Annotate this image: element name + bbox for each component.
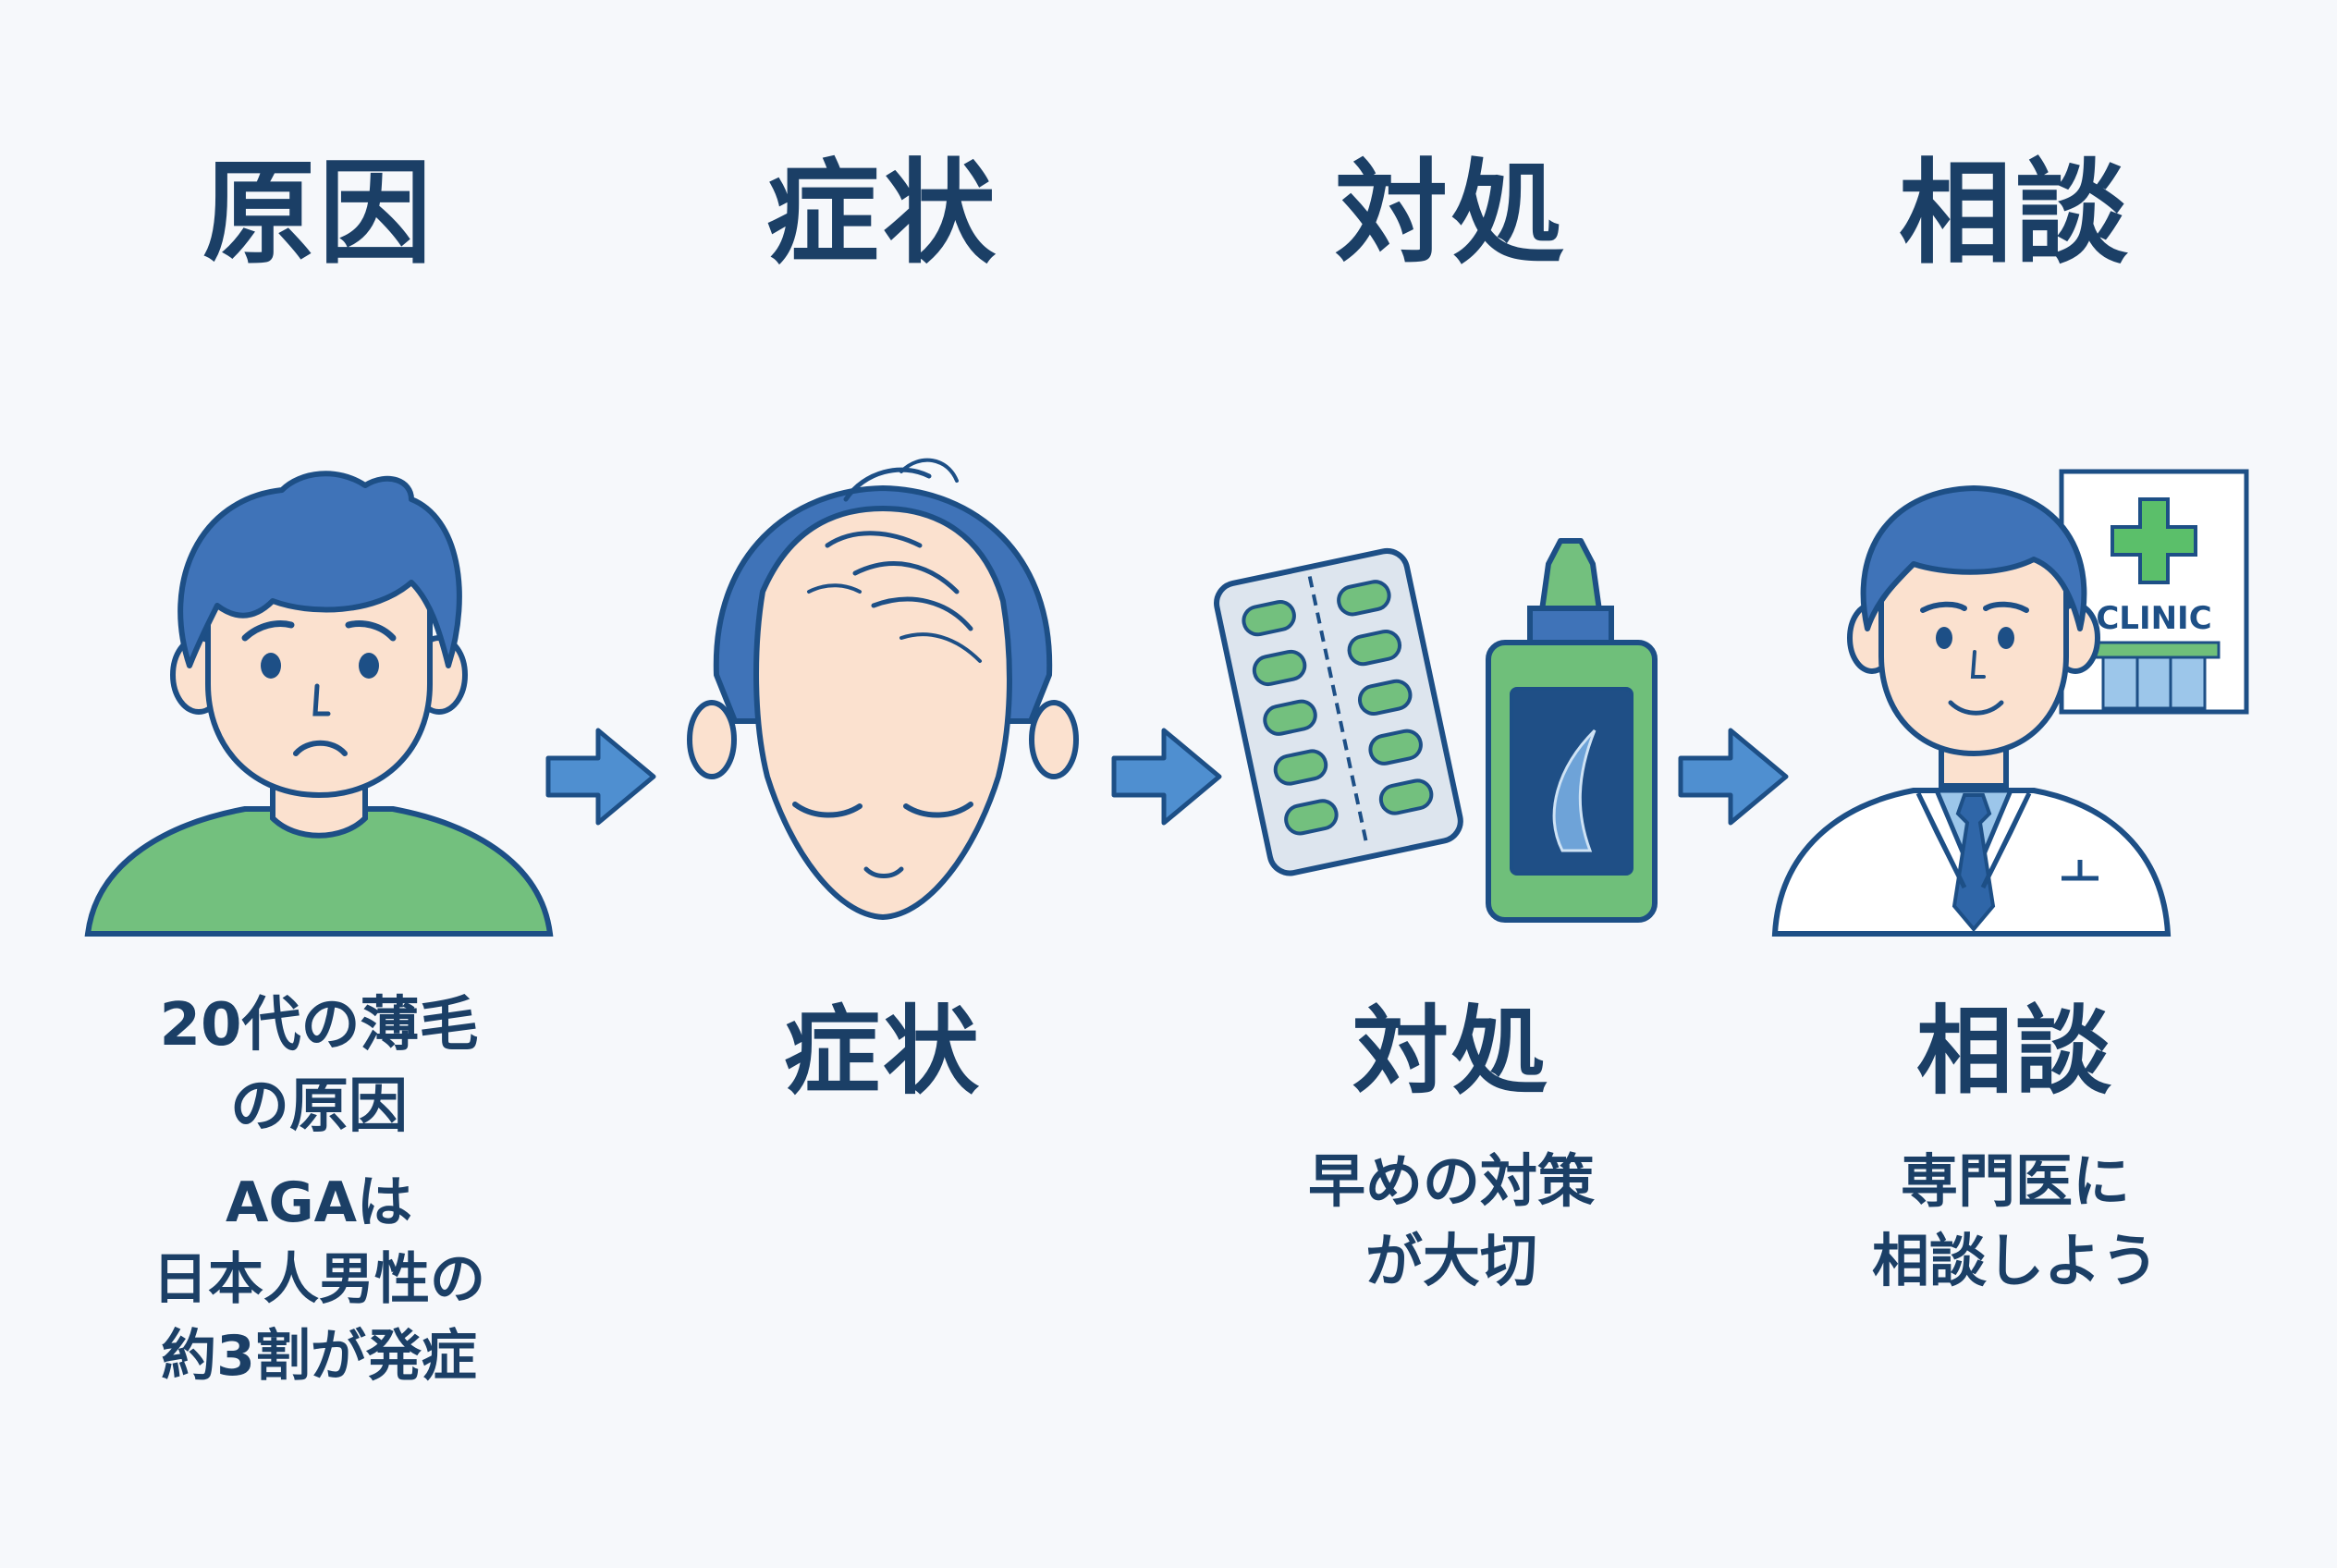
step1-title: 20代の薄毛 の原因 [60,985,578,1148]
step4-desc-line: 相談しよう [1871,1226,2159,1294]
worried-young-man-icon [60,444,578,943]
heading-cause: 原因 [202,148,435,279]
step4-desc-line: 専門医に [1900,1147,2130,1215]
step1-desc-line: 日本人男性の [153,1246,485,1312]
heading-consult: 相談 [1899,148,2132,279]
medication-icon [1193,444,1710,943]
step1-title-line: の原因 [230,1072,408,1142]
thinning-crown-icon [624,444,1142,943]
step3-desc-line: が大切 [1364,1226,1537,1294]
step4-description: 専門医に 相談しよう [1756,1142,2274,1300]
step3-title: 対処 [1352,995,1550,1108]
heading-treatment: 対処 [1335,148,1568,279]
clinic-sign-text: CLINIC [2096,600,2211,637]
step3-desc-line: 早めの対策 [1307,1147,1595,1215]
step4-title: 相談 [1915,995,2114,1108]
right-arrow-icon [1107,721,1227,832]
step1-desc-line: 約3割が発症 [161,1323,477,1389]
step3-description: 早めの対策 が大切 [1193,1142,1710,1300]
step2-title: 症状 [783,995,982,1108]
step1-description: AGAは 日本人男性の 約3割が発症 [60,1165,578,1394]
step1-desc-line: AGAは [225,1170,413,1235]
doctor-clinic-icon: CLINIC [1756,444,2274,943]
step1-title-line: 20代の薄毛 [159,991,479,1060]
heading-symptom: 症状 [766,148,999,279]
right-arrow-icon [541,721,661,832]
right-arrow-icon [1673,721,1793,832]
